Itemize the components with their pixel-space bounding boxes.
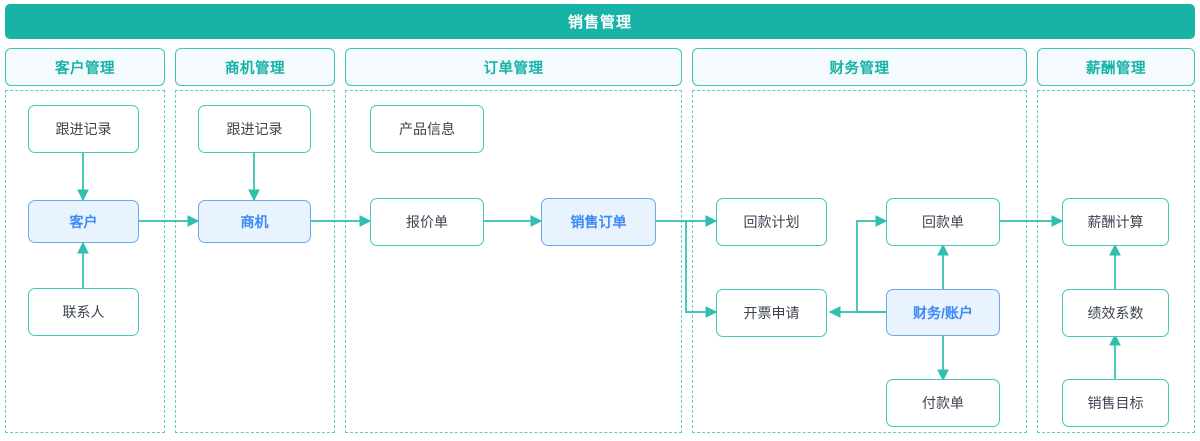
node-performance-factor[interactable]: 绩效系数 <box>1062 289 1169 337</box>
node-label: 薪酬计算 <box>1087 214 1144 230</box>
node-receipt-note[interactable]: 回款单 <box>886 198 1000 246</box>
lane-order <box>345 90 682 433</box>
node-follow-up-record-opportunity[interactable]: 跟进记录 <box>198 105 311 153</box>
node-customer[interactable]: 客户 <box>28 200 139 243</box>
node-sales-order[interactable]: 销售订单 <box>541 198 656 246</box>
node-invoice-request[interactable]: 开票申请 <box>716 289 827 337</box>
node-label: 商机 <box>240 213 269 230</box>
node-follow-up-record-customer[interactable]: 跟进记录 <box>28 105 139 153</box>
node-payment-plan[interactable]: 回款计划 <box>716 198 827 246</box>
node-label: 回款单 <box>922 214 964 230</box>
node-quotation[interactable]: 报价单 <box>370 198 484 246</box>
column-header-label: 客户管理 <box>55 60 115 77</box>
node-label: 付款单 <box>922 395 964 411</box>
node-label: 跟进记录 <box>55 121 112 137</box>
node-product-info[interactable]: 产品信息 <box>370 105 484 153</box>
column-header-label: 商机管理 <box>225 60 285 77</box>
lane-customer <box>5 90 165 433</box>
node-opportunity[interactable]: 商机 <box>198 200 311 243</box>
page-title: 销售管理 <box>567 14 632 31</box>
node-label: 产品信息 <box>399 121 455 137</box>
node-label: 回款计划 <box>743 214 800 230</box>
node-contact[interactable]: 联系人 <box>28 288 139 336</box>
diagram-title-bar: 销售管理 <box>5 4 1195 39</box>
node-label: 客户 <box>69 213 98 230</box>
column-header-label: 订单管理 <box>483 60 544 77</box>
node-label: 销售目标 <box>1087 395 1144 411</box>
node-sales-target[interactable]: 销售目标 <box>1062 379 1169 427</box>
node-label: 销售订单 <box>570 214 627 230</box>
node-label: 开票申请 <box>743 305 800 321</box>
column-header-label: 薪酬管理 <box>1086 60 1146 77</box>
node-label: 跟进记录 <box>226 121 283 137</box>
lane-salary <box>1037 90 1195 433</box>
column-header-finance[interactable]: 财务管理 <box>692 48 1027 86</box>
node-label: 财务/账户 <box>913 304 973 321</box>
node-payment-note[interactable]: 付款单 <box>886 379 1000 427</box>
column-header-customer[interactable]: 客户管理 <box>5 48 165 86</box>
node-label: 报价单 <box>406 214 448 230</box>
node-label: 联系人 <box>62 304 105 320</box>
lane-opportunity <box>175 90 335 433</box>
node-salary-calculation[interactable]: 薪酬计算 <box>1062 198 1169 246</box>
column-header-order[interactable]: 订单管理 <box>345 48 682 86</box>
node-finance-account[interactable]: 财务/账户 <box>886 289 1000 336</box>
node-label: 绩效系数 <box>1087 305 1144 321</box>
column-header-opportunity[interactable]: 商机管理 <box>175 48 335 86</box>
column-header-salary[interactable]: 薪酬管理 <box>1037 48 1195 86</box>
column-header-label: 财务管理 <box>829 60 890 77</box>
